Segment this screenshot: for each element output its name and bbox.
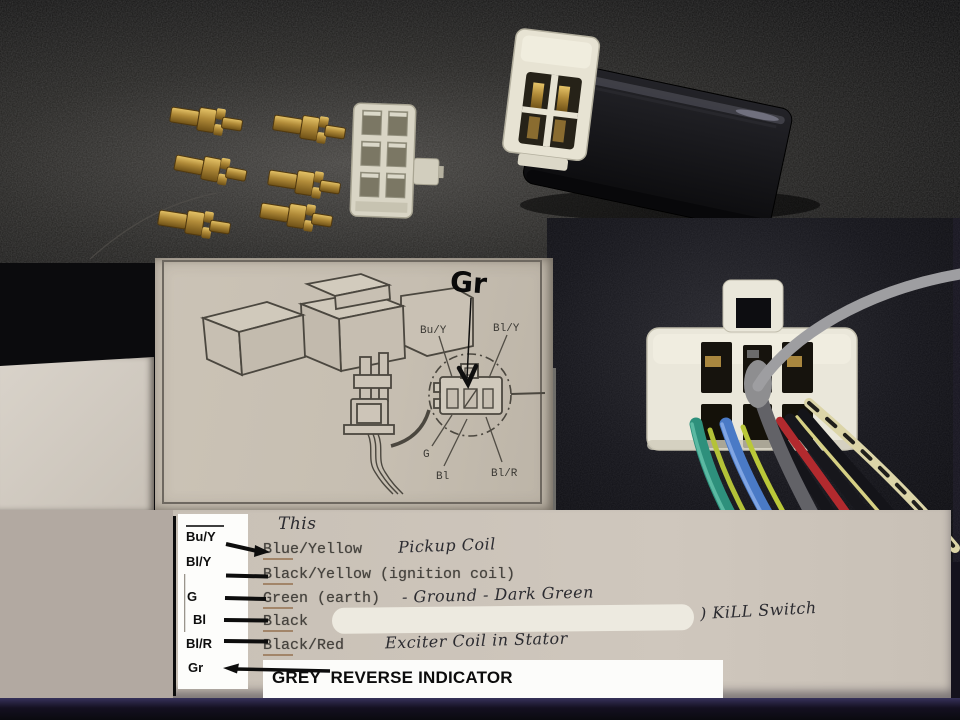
grey-annotation-curve: [752, 268, 960, 392]
pinout-connector-face: [433, 363, 503, 415]
leader-to-photo: [510, 392, 546, 395]
diagram-frame: [162, 260, 542, 504]
wire-key-box: [178, 514, 248, 689]
housing-lock-tab: [412, 157, 440, 186]
right-border: [951, 218, 960, 720]
table-edge: [0, 698, 960, 720]
pin-label-blr: Bl/R: [491, 468, 518, 480]
gr-handwritten-label: Gr: [449, 265, 488, 300]
wiring-diagram-paper: Bu/Y Bl/Y G Bl Bl/R Gr: [155, 258, 553, 510]
gr-arrowhead: [456, 363, 479, 390]
cdi-line-drawing: [200, 273, 474, 495]
pin-leader-lines: [431, 334, 508, 467]
pin-label-bl: Bl: [436, 471, 449, 483]
paper-sheet-edge: [0, 357, 154, 510]
pinout-detail-circle: [428, 353, 512, 437]
gr-arrow-line: [466, 297, 472, 379]
cdi-unit: [502, 28, 820, 233]
pin-label-g: G: [423, 449, 430, 461]
workbench-photo: [0, 0, 960, 263]
grey-indicator-box: GREY REVERSE INDICATOR: [263, 660, 723, 700]
tan-mask: [0, 510, 173, 698]
connector-housing: [349, 102, 444, 219]
surface-scratch: [89, 192, 218, 260]
grey-indicator-text: GREY REVERSE INDICATOR: [272, 668, 513, 687]
whited-out-correction: [331, 604, 695, 634]
pin-label-buy: Bu/Y: [420, 325, 447, 337]
cdi-connector-socket: [502, 28, 601, 171]
pin-label-bly: Bl/Y: [493, 323, 520, 335]
